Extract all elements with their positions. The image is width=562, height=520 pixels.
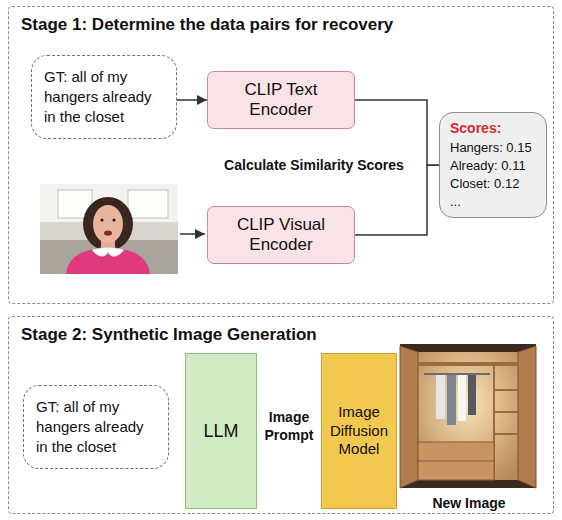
encoder-label: CLIP Text Encoder xyxy=(216,80,346,121)
eye xyxy=(100,218,103,221)
ground-truth-box: GT: all of my hangers already in the clo… xyxy=(23,385,169,469)
panel-title: Stage 2: Synthetic Image Generation xyxy=(21,325,317,345)
connector xyxy=(177,99,207,101)
flow-label: Image Prompt xyxy=(257,409,321,444)
connector xyxy=(355,100,439,165)
face xyxy=(93,205,123,243)
video-frame xyxy=(40,184,178,274)
garment xyxy=(468,375,476,415)
score-entry: Hangers: 0.15 xyxy=(450,139,532,157)
score-entry: ... xyxy=(450,193,461,211)
garment xyxy=(458,375,466,421)
left-door xyxy=(400,346,418,488)
score-entry: Closet: 0.12 xyxy=(450,175,519,193)
panel-title: Stage 1: Determine the data pairs for re… xyxy=(21,15,393,35)
stage-panel: Stage 2: Synthetic Image GenerationGT: a… xyxy=(8,316,554,514)
collar xyxy=(92,248,124,257)
mouth xyxy=(104,230,112,235)
eye xyxy=(112,218,115,221)
score-entry: Already: 0.11 xyxy=(450,157,526,175)
drawers xyxy=(418,442,494,480)
ground-truth-text: GT: all of my hangers already in the clo… xyxy=(36,397,156,458)
side-shelf xyxy=(494,433,518,435)
top-shelf xyxy=(418,362,518,366)
encoder-box: CLIP Text Encoder xyxy=(207,71,355,129)
frame-ground xyxy=(40,184,178,274)
drawer-line xyxy=(418,461,494,462)
pink-top xyxy=(66,248,150,274)
window xyxy=(128,190,168,218)
side-shelf xyxy=(494,389,518,391)
stage-panel: Stage 1: Determine the data pairs for re… xyxy=(8,6,554,304)
operation-label: Calculate Similarity Scores xyxy=(214,157,414,173)
scores-box: Scores:Hangers: 0.15Already: 0.11Closet:… xyxy=(439,112,547,218)
connector xyxy=(355,165,439,235)
llm-box: LLM xyxy=(185,353,257,509)
model-label: LLM xyxy=(203,421,238,442)
encoder-box: CLIP Visual Encoder xyxy=(207,206,355,264)
ground-truth-box: GT: all of my hangers already in the clo… xyxy=(31,55,177,139)
scores-heading: Scores: xyxy=(450,119,501,139)
closet-frame xyxy=(400,344,536,488)
side-shelf xyxy=(494,411,518,413)
closet-interior xyxy=(418,352,518,480)
diffusion-box: Image Diffusion Model xyxy=(321,353,397,509)
garment xyxy=(447,375,456,425)
image-caption: New Image xyxy=(401,495,537,511)
right-door xyxy=(518,346,536,488)
hanging-rod xyxy=(424,373,490,375)
closet-image xyxy=(400,344,536,488)
encoder-label: CLIP Visual Encoder xyxy=(216,215,346,256)
image-arrow xyxy=(180,233,205,235)
hair xyxy=(83,197,133,251)
ground-truth-text: GT: all of my hangers already in the clo… xyxy=(44,67,164,128)
model-label: Image Diffusion Model xyxy=(325,403,393,459)
garment xyxy=(436,375,445,419)
